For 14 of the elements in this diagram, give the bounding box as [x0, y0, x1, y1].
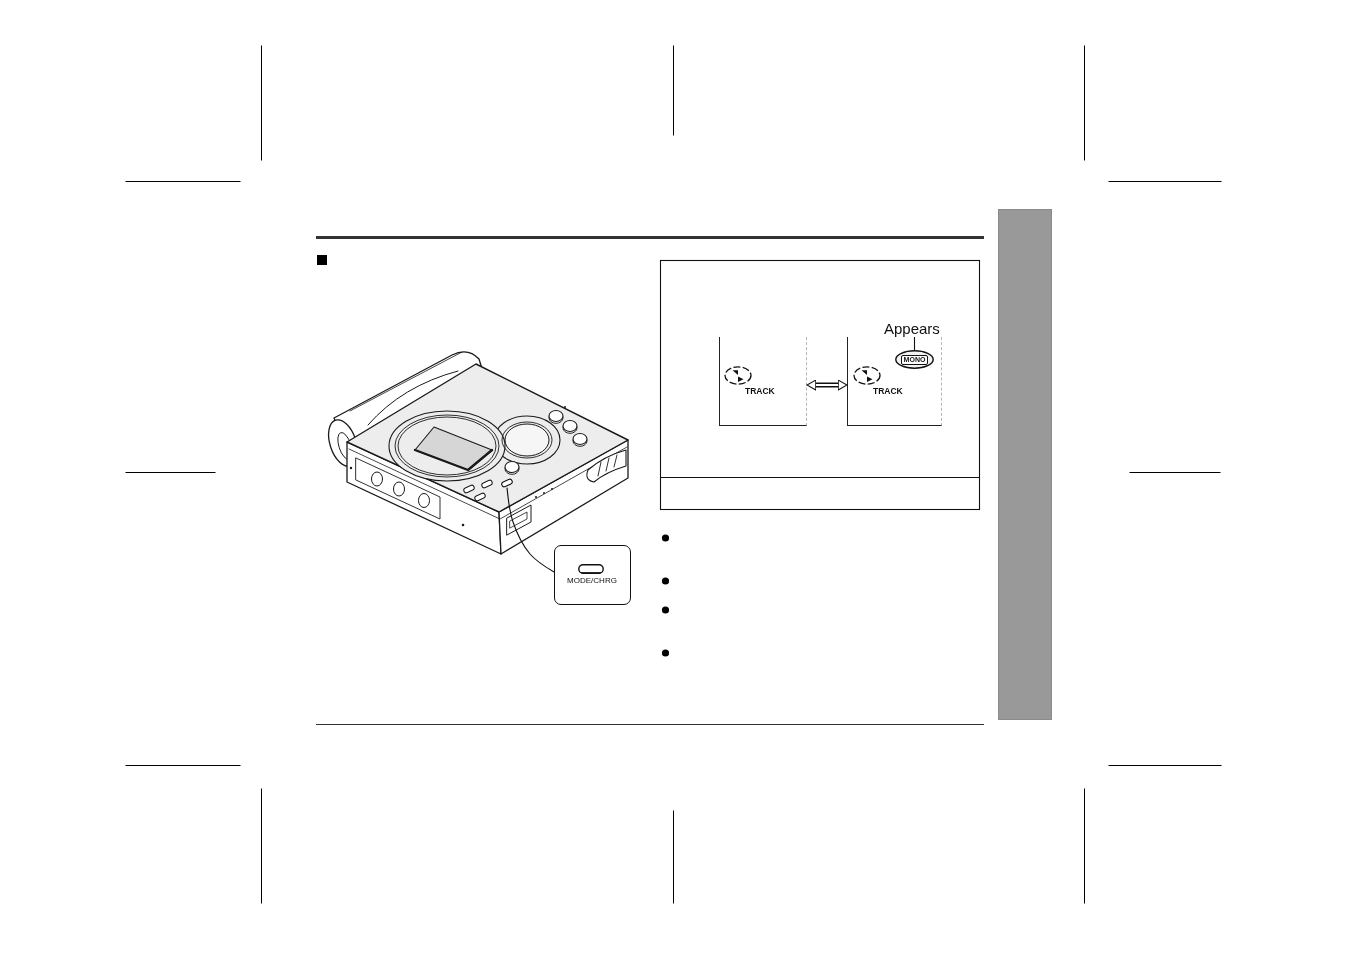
callout-box [554, 545, 631, 605]
leader-line [506, 487, 555, 573]
callout-label: Appears [884, 320, 944, 337]
display-panel [847, 337, 942, 426]
display-label: TRACK [745, 387, 775, 397]
display-frame [660, 260, 980, 510]
indicator-badge [895, 350, 934, 369]
leader-line [913, 336, 916, 351]
side-tab [998, 209, 1052, 720]
display-panel [719, 337, 807, 426]
display-label: TRACK [873, 387, 903, 397]
double-arrow [806, 379, 848, 391]
mode-button [500, 478, 514, 488]
button-label: MODE/CHRG [566, 575, 618, 585]
